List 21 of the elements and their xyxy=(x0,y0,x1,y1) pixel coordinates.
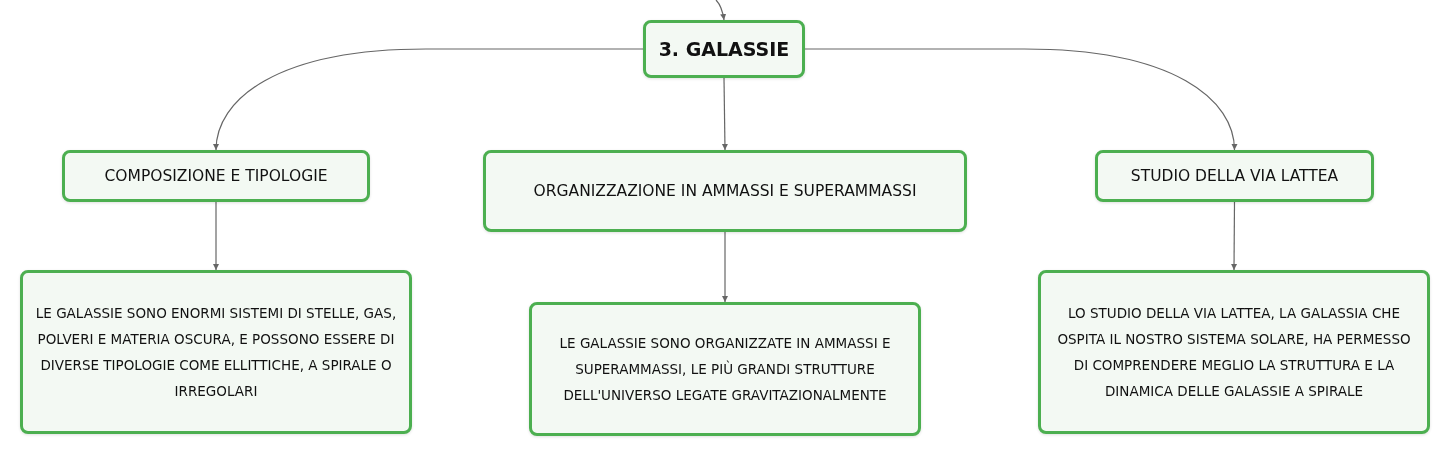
node-text: LE GALASSIE SONO ENORMI SISTEMI DI STELLE, GAS, POLVERI E MATERIA OSCURA, E POSSONO ESSERE DI DIVERSE TIPOLOGIE COME ELLITTICHE, A SPIRALE O IRREGOLARI xyxy=(35,304,397,401)
node-text: 3. GALASSIE xyxy=(658,37,790,61)
connector-arrow xyxy=(722,231,728,303)
description-box xyxy=(20,270,412,434)
node-text: ORGANIZZAZIONE IN AMMASSI E SUPERAMMASSI xyxy=(533,181,917,201)
connector-arrow xyxy=(213,201,219,271)
connector-arrow xyxy=(721,77,728,151)
topic-box xyxy=(1095,150,1374,202)
description-box xyxy=(1038,270,1430,434)
root-topic-box xyxy=(643,20,805,78)
topic-box xyxy=(62,150,370,202)
node-text: LE GALASSIE SONO ORGANIZZATE IN AMMASSI E SUPERAMMASSI, LE PIÙ GRANDI STRUTTURE DELL'UNIVERSO LEGATE GRAVITAZIONALMENTE xyxy=(558,334,892,405)
node-text: STUDIO DELLA VIA LATTEA xyxy=(1130,166,1339,186)
description-box xyxy=(529,302,921,436)
connector-arrow xyxy=(804,48,1237,151)
connector-arrow xyxy=(213,48,644,151)
connector-arrow xyxy=(1231,201,1238,271)
node-text: LO STUDIO DELLA VIA LATTEA, LA GALASSIA CHE OSPITA IL NOSTRO SISTEMA SOLARE, HA PERMESSO DI COMPRENDERE MEGLIO LA STRUTTURA E LA DINAMICA DELLE GALASSIE A SPIRALE xyxy=(1056,304,1412,401)
node-text: COMPOSIZIONE E TIPOLOGIE xyxy=(104,166,328,186)
connector-arrow xyxy=(715,0,726,21)
topic-box xyxy=(483,150,967,232)
